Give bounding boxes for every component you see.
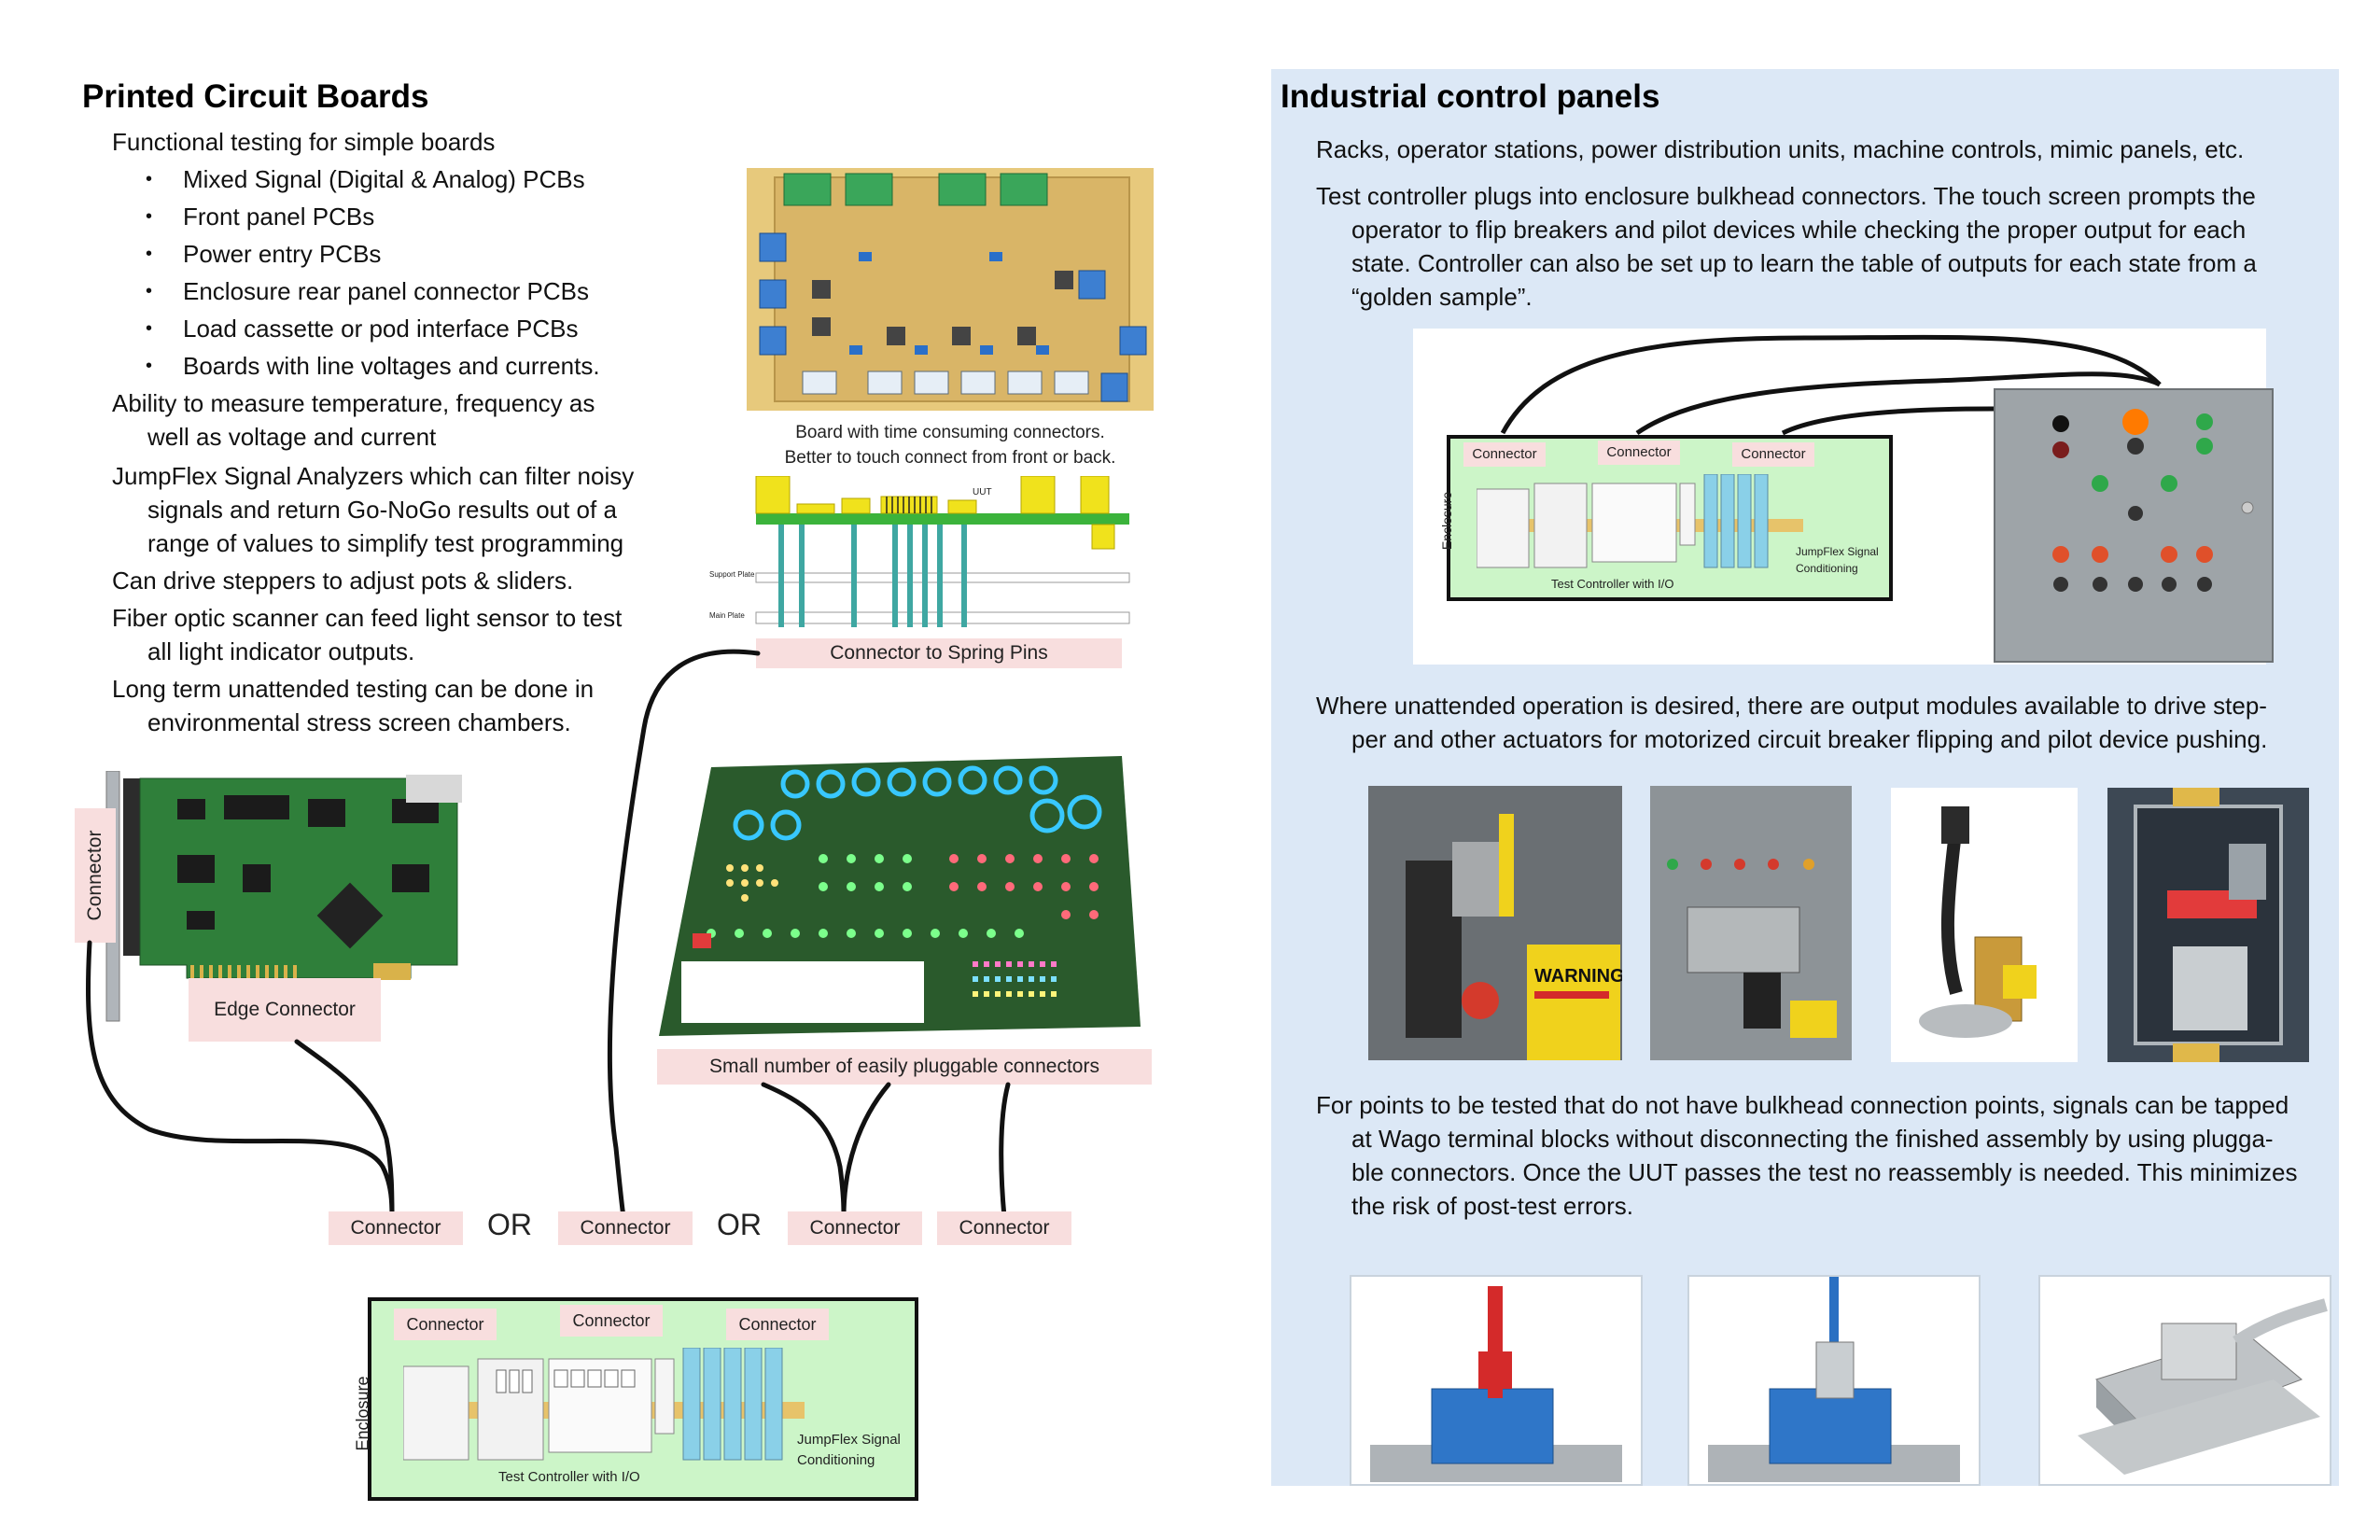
para-jumpflex-l1: JumpFlex Signal Analyzers which can filt… <box>112 462 635 490</box>
pcb-bullet-list: Mixed Signal (Digital & Analog) PCBs Fro… <box>146 161 600 385</box>
board-caption-line1: Board with time consuming connectors. <box>795 423 1105 442</box>
breaker-actuator-photo: WARNING <box>1368 786 1622 1060</box>
terminal-block-grey-illustration <box>2078 1298 2328 1475</box>
para-jumpflex-l2: signals and return Go-NoGo results out o… <box>147 496 617 524</box>
support-plate-label: Support Plate <box>709 570 755 579</box>
board-caption-line2: Better to touch connect from front or ba… <box>784 448 1116 468</box>
industrial-p2-l3: state. Controller can also be set up to … <box>1351 249 2257 277</box>
control-panel-diagram: Connector Connector Connector Enclosure … <box>1413 329 2274 665</box>
para-steppers: Can drive steppers to adjust pots & slid… <box>112 567 574 595</box>
jumpflex-top-line1: JumpFlex Signal <box>1796 545 1879 558</box>
main-plate-label: Main Plate <box>709 611 745 620</box>
enclosure-top-connector-3: Connector <box>1732 442 1814 467</box>
enclosure-bottom-side-label: Enclosure <box>353 1376 372 1451</box>
industrial-p4-l4: the risk of post-test errors. <box>1351 1192 1633 1220</box>
control-panel-photo <box>1994 388 2274 663</box>
pcb-intro: Functional testing for simple boards <box>112 128 496 156</box>
pilot-device-photo <box>1650 786 1852 1060</box>
bullet-item: Power entry PCBs <box>146 235 600 273</box>
industrial-p4-l2: at Wago terminal blocks without disconne… <box>1351 1125 2274 1153</box>
pcb-section-title: Printed Circuit Boards <box>82 78 429 115</box>
para-fiber-l1: Fiber optic scanner can feed light senso… <box>112 604 623 632</box>
para-fiber-l2: all light indicator outputs. <box>147 637 415 665</box>
enclosure-bottom-connector-3: Connector <box>726 1309 829 1340</box>
connector-label-4: Connector <box>937 1211 1071 1245</box>
jumpflex-line1: JumpFlex Signal <box>797 1432 901 1448</box>
bullet-item: Boards with line voltages and currents. <box>146 347 600 385</box>
spring-pin-fixture: UUT Support Plate Main Plate <box>709 476 1139 635</box>
enclosure-top-modules <box>1477 474 1803 568</box>
or-label-2: OR <box>717 1208 762 1241</box>
industrial-p3-l1: Where unattended operation is desired, t… <box>1316 692 2267 720</box>
enclosure-top-controller-label: Test Controller with I/O <box>1551 577 1674 591</box>
industrial-p2-l1: Test controller plugs into enclosure bul… <box>1316 182 2256 210</box>
board-illustration <box>759 173 1147 402</box>
enclosure-bottom-modules <box>403 1348 805 1461</box>
para-measure-l1: Ability to measure temperature, frequenc… <box>112 389 595 417</box>
spring-pins-label: Connector to Spring Pins <box>756 638 1122 668</box>
bullet-item: Mixed Signal (Digital & Analog) PCBs <box>146 161 600 198</box>
led-board-label: Small number of easily pluggable connect… <box>657 1049 1152 1085</box>
edge-connector-label: Edge Connector <box>189 978 381 1042</box>
terminal-block-red-photo <box>1350 1275 1643 1486</box>
enclosure-bottom-connector-1: Connector <box>394 1309 497 1340</box>
solenoid-photo <box>1891 788 2078 1062</box>
industrial-p4-l3: ble connectors. Once the UUT passes the … <box>1351 1158 2298 1186</box>
connector-label-3: Connector <box>788 1211 922 1245</box>
pilot-device-illustration <box>1650 786 1852 1060</box>
para-jumpflex-l3: range of values to simplify test program… <box>147 529 624 557</box>
jumpflex-top-line2: Conditioning <box>1796 562 1858 575</box>
fixture-diagram: UUT Support Plate Main Plate <box>709 476 1130 627</box>
para-measure-l2: well as voltage and current <box>147 423 437 451</box>
terminal-block-grey-photo <box>2038 1275 2331 1486</box>
board-caption: Board with time consuming connectors. Be… <box>747 420 1154 470</box>
left-cables <box>86 649 1011 1220</box>
enclosure-actuator-photo <box>2107 788 2309 1062</box>
terminal-block-blue-illustration <box>1708 1277 1960 1482</box>
industrial-p2-l2: operator to flip breakers and pilot devi… <box>1351 216 2247 244</box>
enclosure-top-side-label: Enclosure <box>1439 491 1454 551</box>
para-longterm-l2: environmental stress screen chambers. <box>147 708 571 736</box>
led-board-photo <box>655 756 1141 1045</box>
warning-text: WARNING <box>1534 966 1622 987</box>
solenoid-illustration <box>1919 806 2037 1038</box>
bullet-item: Front panel PCBs <box>146 198 600 235</box>
enclosure-top-connector-1: Connector <box>1463 442 1546 467</box>
jumpflex-line2: Conditioning <box>797 1452 875 1468</box>
industrial-p4-l1: For points to be tested that do not have… <box>1316 1091 2289 1119</box>
enclosure-top-jumpflex-label: JumpFlex Signal Conditioning <box>1796 543 1879 577</box>
industrial-p1: Racks, operator stations, power distribu… <box>1316 135 2245 163</box>
bullet-item: Enclosure rear panel connector PCBs <box>146 273 600 310</box>
industrial-p3-l2: per and other actuators for motorized ci… <box>1351 725 2268 753</box>
industrial-p2-l4: “golden sample”. <box>1351 283 1533 311</box>
enclosure-top-connector-2: Connector <box>1598 441 1680 465</box>
control-panel-illustration <box>2052 409 2254 592</box>
enclosure-actuator-illustration <box>2134 788 2283 1062</box>
enclosure-top: Connector Connector Connector Enclosure … <box>1439 435 1893 601</box>
enclosure-bottom-jumpflex-label: JumpFlex Signal Conditioning <box>797 1430 901 1471</box>
board-photo <box>747 168 1154 411</box>
uut-label: UUT <box>973 487 992 497</box>
enclosure-bottom: Connector Connector Connector Enclosure … <box>354 1297 918 1501</box>
terminal-block-red-illustration <box>1370 1286 1622 1482</box>
pci-side-connector-label: Connector <box>75 808 116 943</box>
enclosure-bottom-connector-2: Connector <box>560 1305 663 1337</box>
industrial-section-title: Industrial control panels <box>1281 78 1660 115</box>
connector-label-2: Connector <box>558 1211 693 1245</box>
para-longterm-l1: Long term unattended testing can be done… <box>112 675 595 703</box>
or-label-1: OR <box>487 1208 532 1241</box>
terminal-block-blue-photo <box>1687 1275 1981 1486</box>
enclosure-bottom-controller-label: Test Controller with I/O <box>498 1469 640 1485</box>
pci-card-photo <box>75 771 467 1023</box>
connector-label-1: Connector <box>329 1211 463 1245</box>
breaker-actuator-illustration: WARNING <box>1368 786 1622 1060</box>
bullet-item: Load cassette or pod interface PCBs <box>146 310 600 347</box>
pci-card-illustration <box>105 771 462 1022</box>
industrial-panel-section <box>1271 69 2339 1486</box>
led-board-illustration <box>659 756 1141 1036</box>
